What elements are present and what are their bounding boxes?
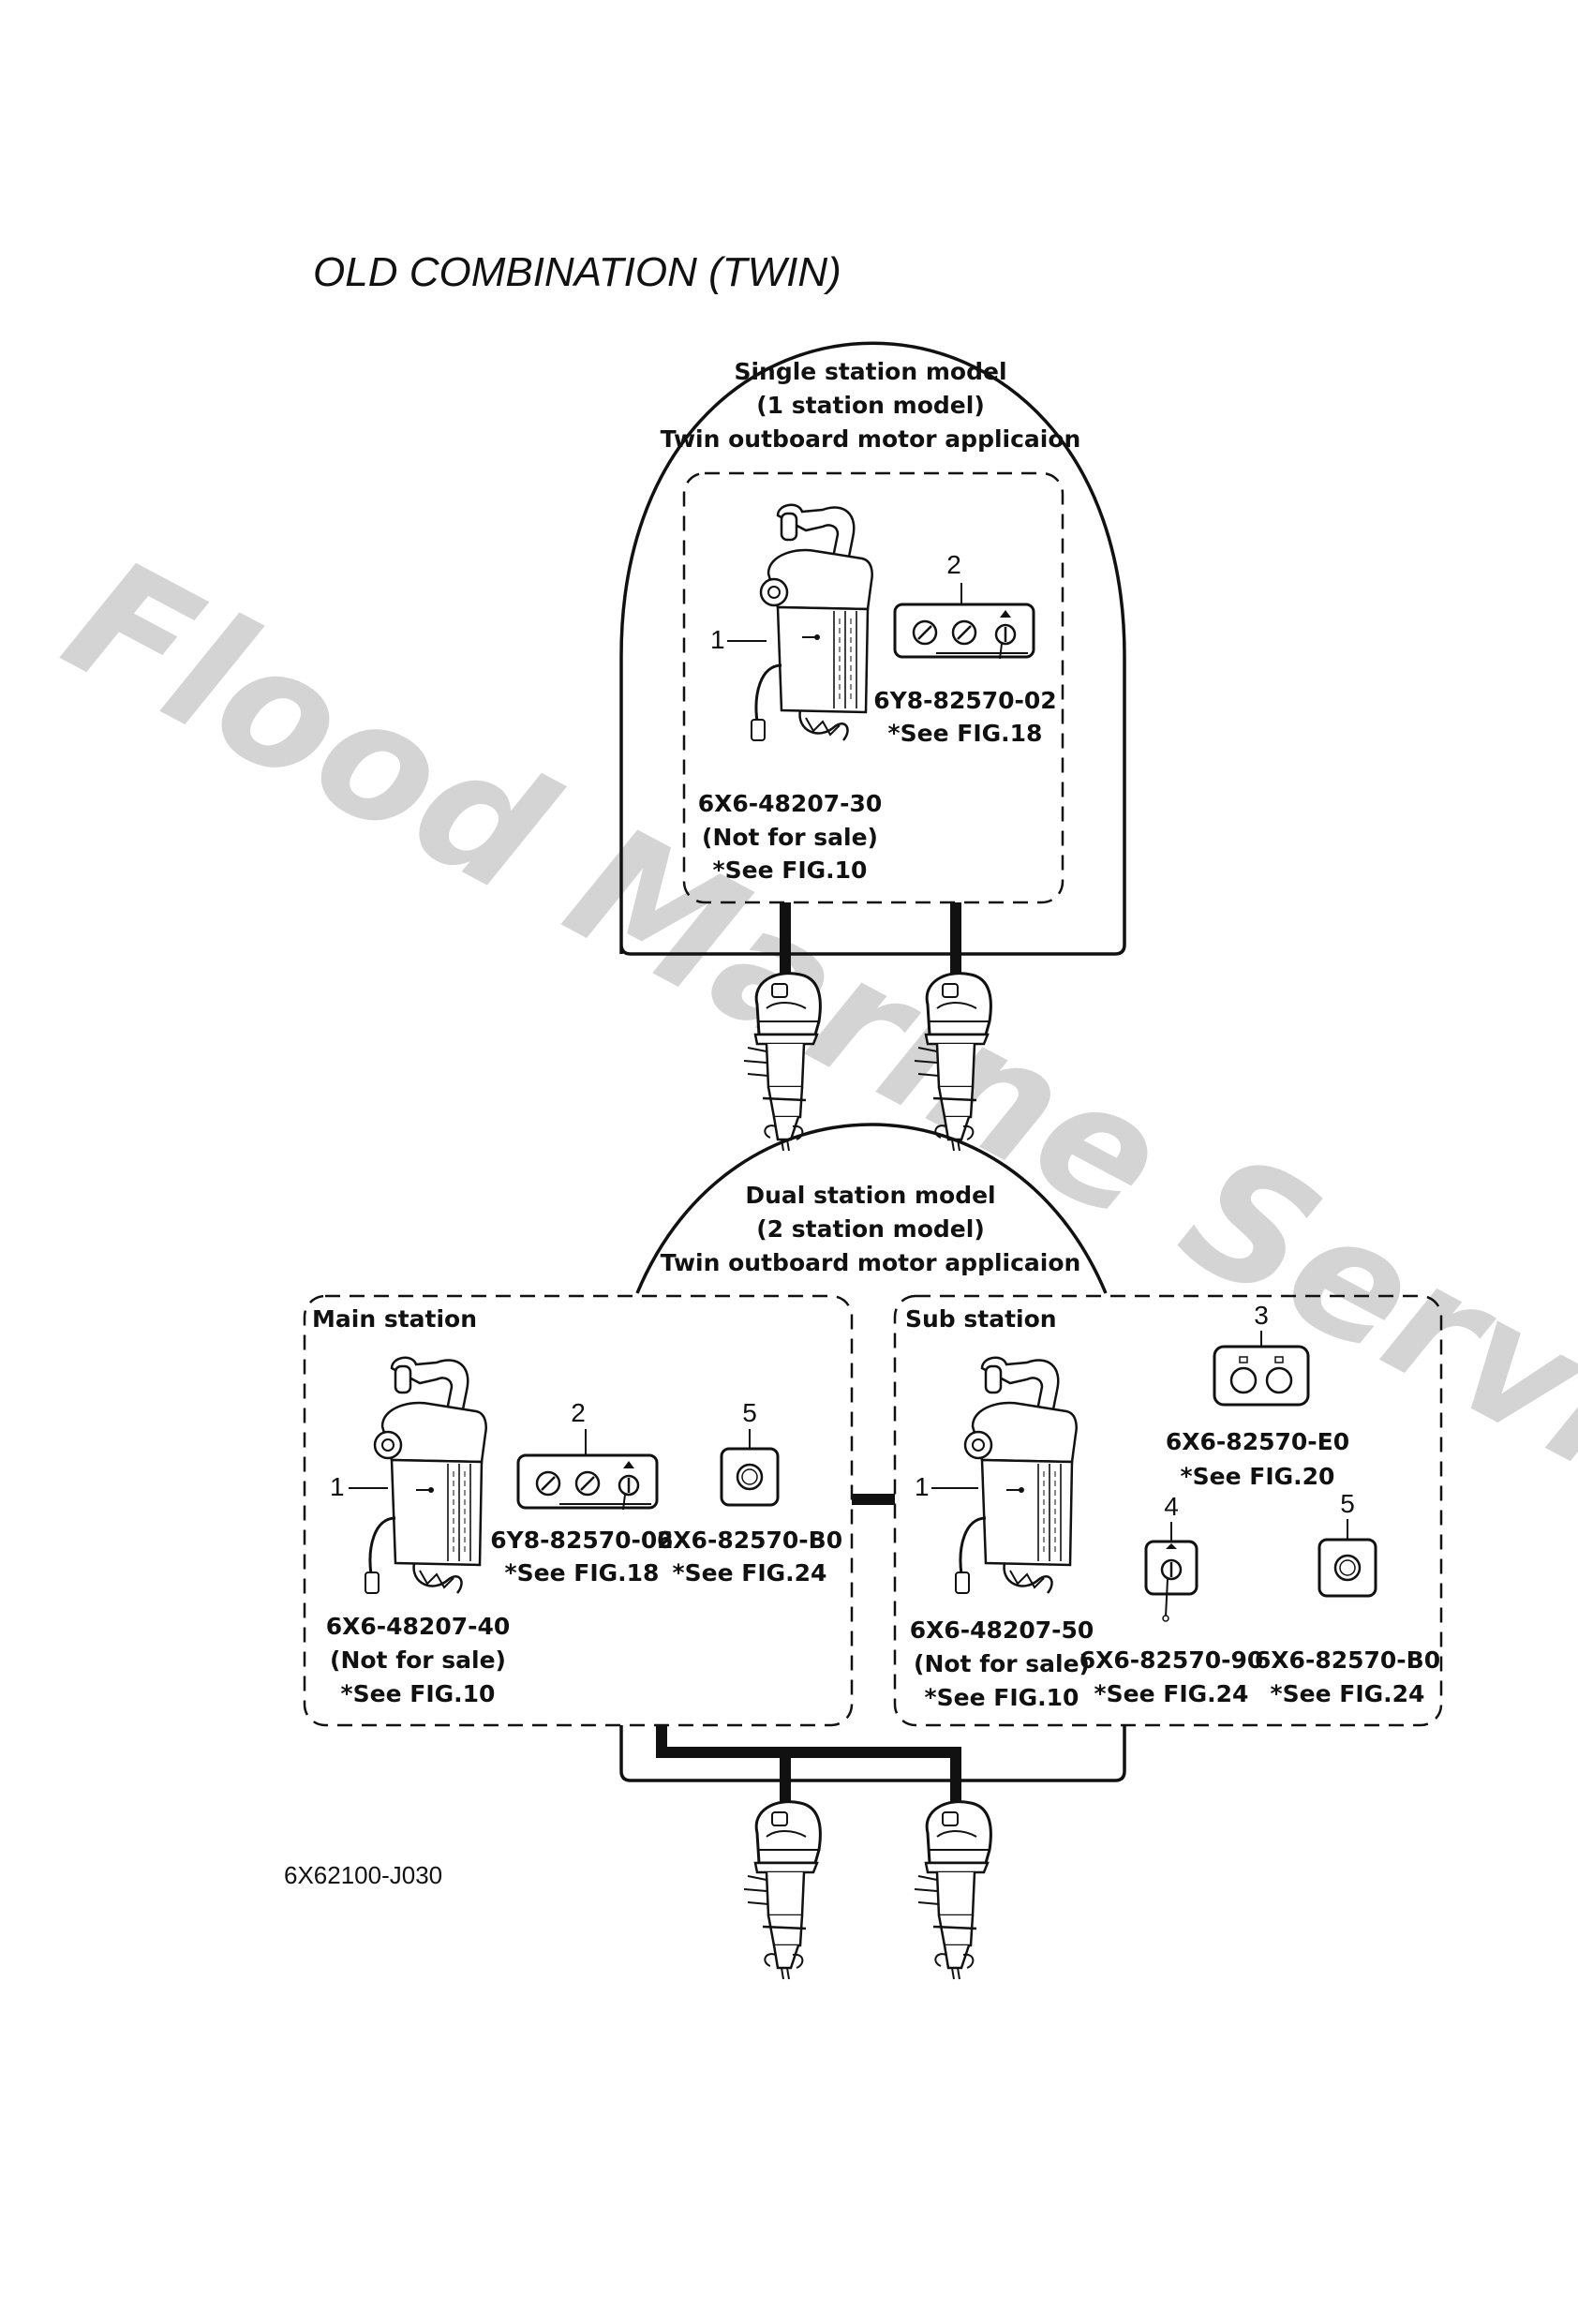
sub-item-5-part-number: 6X6-82570-B0 [1255, 1646, 1440, 1674]
main-item-2-part-number: 6Y8-82570-02 [490, 1527, 673, 1554]
dual-station-header-line-1: Dual station model [745, 1182, 995, 1209]
sub-item-5-reference: *See FIG.24 [1271, 1680, 1425, 1707]
control-box-icon [954, 1356, 1079, 1595]
main-item-5-number: 5 [742, 1398, 757, 1427]
single-station-component-box [682, 471, 1064, 904]
main-item-2-reference: *See FIG.18 [505, 1559, 660, 1587]
round-switch-icon [1317, 1538, 1377, 1598]
control-box-icon [364, 1356, 488, 1595]
sub-station-box [893, 1294, 1443, 1727]
outboard-motor-icon [913, 1800, 992, 1981]
main-item-5-reference: *See FIG.24 [673, 1559, 827, 1587]
item-1-part-number: 6X6-48207-30 [698, 790, 883, 817]
item-1-note: (Not for sale) [702, 824, 878, 851]
single-station-outline [619, 341, 1126, 956]
sub-item-3-part-number: 6X6-82570-E0 [1166, 1428, 1349, 1455]
sub-item-4-part-number: 6X6-82570-90 [1079, 1646, 1264, 1674]
single-station-header-line-1: Single station model [734, 358, 1006, 385]
main-item-1-reference: *See FIG.10 [341, 1680, 496, 1707]
sub-item-1-note: (Not for sale) [914, 1650, 1090, 1677]
item-2-number: 2 [946, 550, 961, 579]
main-item-2-number: 2 [571, 1398, 586, 1427]
sub-item-1-reference: *See FIG.10 [925, 1684, 1079, 1711]
single-station-header-line-2: (1 station model) [756, 392, 985, 419]
main-item-1-part-number: 6X6-48207-40 [326, 1613, 511, 1640]
item-2-part-number: 6Y8-82570-02 [873, 687, 1056, 714]
sub-item-1-number: 1 [915, 1472, 930, 1501]
main-station-box [303, 1294, 854, 1727]
sub-item-1-part-number: 6X6-48207-50 [910, 1616, 1094, 1644]
control-box-icon [750, 503, 874, 742]
sub-item-3-number: 3 [1254, 1301, 1269, 1330]
sub-item-5-number: 5 [1340, 1489, 1355, 1518]
single-station-header-line-3: Twin outboard motor applicaion [661, 425, 1081, 453]
drawing-code: 6X62100-J030 [284, 1861, 442, 1889]
sub-station-label: Sub station [905, 1305, 1057, 1333]
item-2-reference: *See FIG.18 [888, 720, 1043, 747]
item-1-reference: *See FIG.10 [713, 857, 868, 884]
switch-panel-icon [516, 1453, 659, 1512]
switch-panel-icon [893, 603, 1035, 661]
main-item-1-note: (Not for sale) [330, 1646, 506, 1674]
dual-switch-panel-icon [1213, 1345, 1310, 1407]
dual-station-header-line-2: (2 station model) [756, 1215, 985, 1243]
single-station-section: Single station model (1 station model) T… [619, 341, 1126, 1153]
dual-harness-outline [619, 1725, 1126, 1782]
dual-station-arch [635, 1123, 1108, 1294]
dual-harness-cable [656, 1725, 961, 1803]
dual-station-header-line-3: Twin outboard motor applicaion [661, 1249, 1081, 1276]
round-switch-icon [720, 1447, 780, 1507]
sub-item-4-reference: *See FIG.24 [1094, 1680, 1249, 1707]
main-item-5-part-number: 6X6-82570-B0 [657, 1527, 842, 1554]
key-switch-icon [1144, 1540, 1198, 1623]
sub-item-3-reference: *See FIG.20 [1181, 1463, 1335, 1490]
main-station-label: Main station [312, 1305, 477, 1333]
page-title: OLD COMBINATION (TWIN) [313, 249, 841, 295]
outboard-motor-icon [742, 1800, 822, 1981]
dual-station-section: Dual station model (2 station model) Twi… [303, 1123, 1443, 1981]
item-1-number: 1 [710, 625, 725, 654]
sub-item-4-number: 4 [1164, 1492, 1179, 1521]
main-item-1-number: 1 [330, 1472, 345, 1501]
